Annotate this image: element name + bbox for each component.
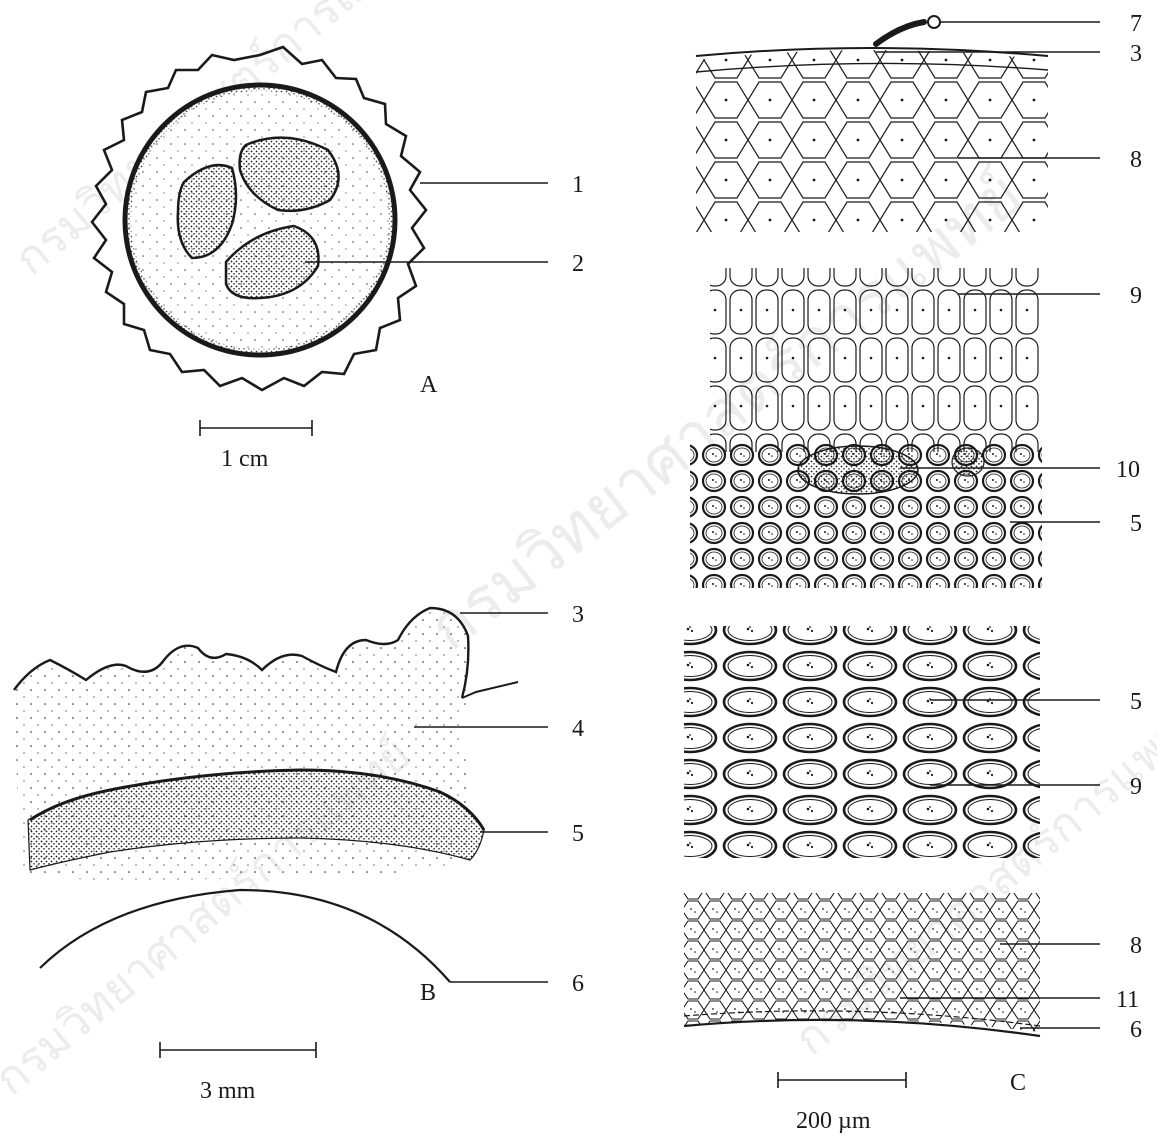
callout-b-4: 4 [572,716,584,742]
panel-b-letter: B [420,980,436,1006]
callout-2: 2 [572,251,584,277]
scale-label-a: 1 cm [221,446,269,472]
callout-c-9-mid: 9 [1130,774,1142,800]
callout-c-7: 7 [1130,11,1142,37]
trichome [876,22,924,44]
c-block-epidermis [690,16,1060,240]
inner-ring-stipple [127,87,393,353]
callout-c-5-mid: 5 [1130,689,1142,715]
callout-1: 1 [572,172,584,198]
c-block-inner-layers [680,888,1050,1038]
scale-bar-a [200,420,312,436]
scale-label-c: 200 µm [796,1108,871,1134]
callout-c-3: 3 [1130,41,1142,67]
vascular-bundle [798,446,918,494]
panel-c-letter: C [1010,1070,1026,1096]
callout-c-6: 6 [1130,1017,1142,1043]
callout-c-8-bottom: 8 [1130,933,1142,959]
callout-b-6: 6 [572,971,584,997]
callout-c-11: 11 [1116,987,1139,1013]
scale-bar-b [160,1042,316,1058]
panel-b-pericarp-section: 3 4 5 6 B 3 mm [14,602,584,1104]
scale-bar-c [778,1072,906,1088]
c-block-thick-walled-cells [680,620,1050,870]
callout-c-9-top: 9 [1130,283,1142,309]
panel-a-letter: A [420,372,438,398]
callout-b-5: 5 [572,821,584,847]
c-block-palisade-and-bundle [684,262,1054,596]
panel-c-cellular-section: 7 3 8 9 10 5 5 9 8 11 6 C 200 µm [680,11,1142,1134]
callout-c-10: 10 [1116,457,1140,483]
callout-c-8-top: 8 [1130,147,1142,173]
callout-c-5-top: 5 [1130,511,1142,537]
callout-b-3: 3 [572,602,584,628]
scale-label-b: 3 mm [200,1078,256,1104]
surface-fold [462,682,518,698]
seed-boundary-arc [40,890,450,982]
panel-a-fruit-section: 1 2 A 1 cm [92,47,584,472]
